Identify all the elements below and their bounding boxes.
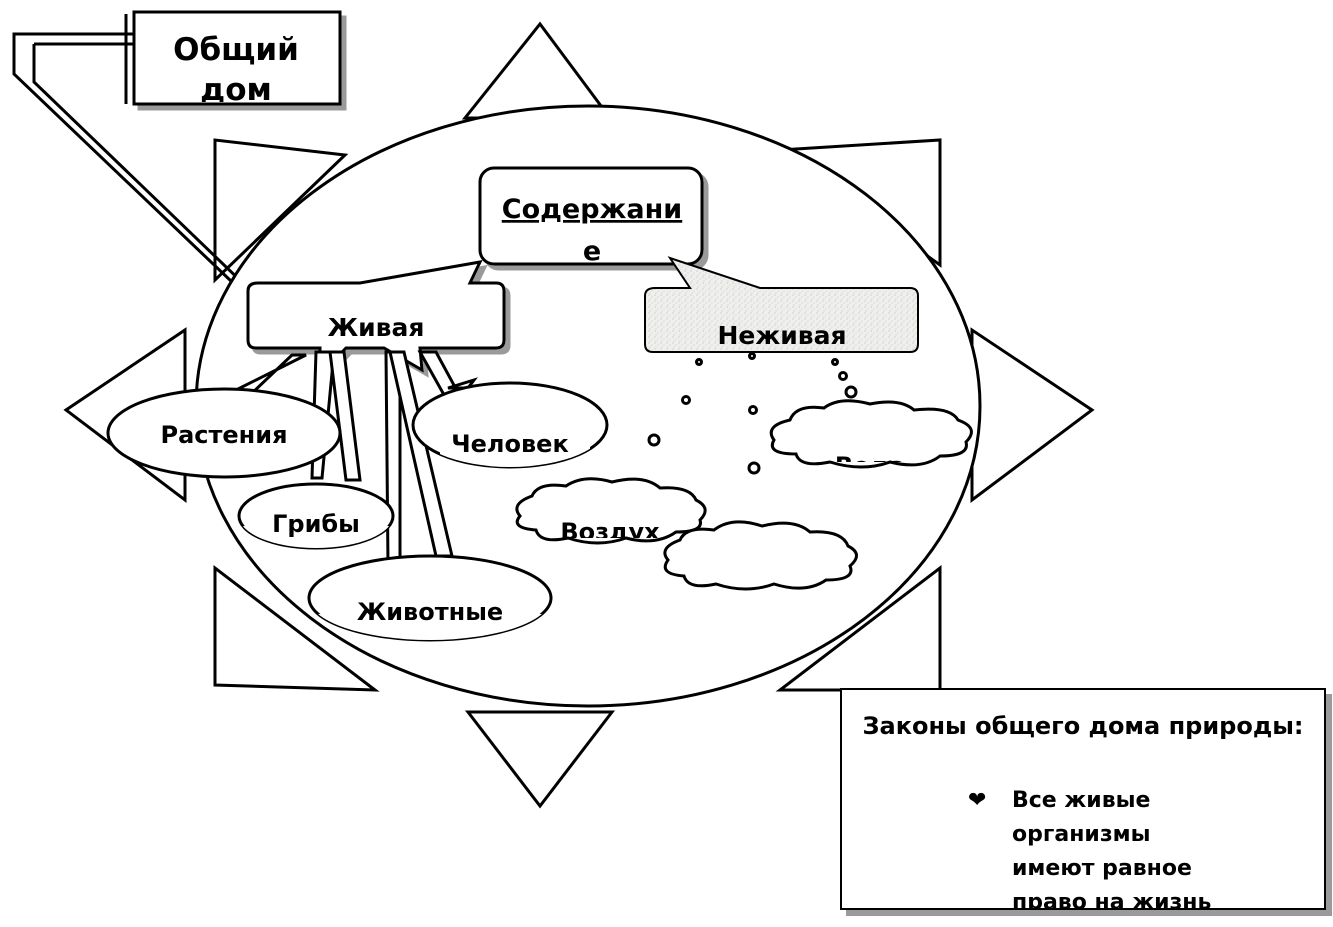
title-box — [132, 10, 342, 106]
laws-item-line: Все живые — [1012, 788, 1151, 813]
title-pointer-line — [12, 32, 234, 284]
title-line-2: дом — [200, 72, 272, 108]
ray-bottom-left — [213, 564, 380, 692]
title-line-1: Общий — [173, 32, 299, 68]
plants-node — [106, 387, 342, 479]
bubbles — [647, 352, 858, 475]
ray-bottom — [464, 710, 616, 809]
nonliving-label: Неживая — [717, 321, 846, 350]
laws-item-line: имеют равное — [1012, 856, 1192, 881]
nonliving-box — [644, 256, 919, 353]
human-label: Человек — [451, 430, 569, 458]
ray-top — [461, 21, 613, 120]
laws-item-line: организмы — [1012, 822, 1151, 847]
cloud-3 — [663, 520, 858, 591]
cloud-1 — [769, 399, 973, 469]
content-box — [478, 166, 704, 266]
plants-label: Растения — [160, 421, 287, 449]
animals-label: Животные — [357, 598, 503, 626]
heart-icon: ❤ — [968, 788, 987, 813]
living-label: Живая — [328, 313, 425, 342]
cloud-2-label: Воздух — [560, 518, 660, 546]
content-label-1: Содержани — [502, 194, 682, 225]
laws-item-line: право на жизнь — [1012, 890, 1212, 910]
laws-item: ❤ Все живые организмы имеют равное право на… — [968, 784, 1302, 910]
laws-title: Законы общего дома природы: — [862, 712, 1304, 740]
content-label-2: е — [583, 236, 601, 267]
laws-item-text: Все живые организмы имеют равное право на ж… — [1012, 784, 1302, 910]
fungi-label: Грибы — [272, 510, 360, 538]
ray-top-left — [213, 138, 349, 284]
living-box — [246, 260, 506, 379]
cloud-1-label: Вода — [835, 452, 905, 480]
ray-right — [970, 327, 1095, 503]
laws-box: Законы общего дома природы: ❤ Все живые о… — [840, 688, 1326, 910]
